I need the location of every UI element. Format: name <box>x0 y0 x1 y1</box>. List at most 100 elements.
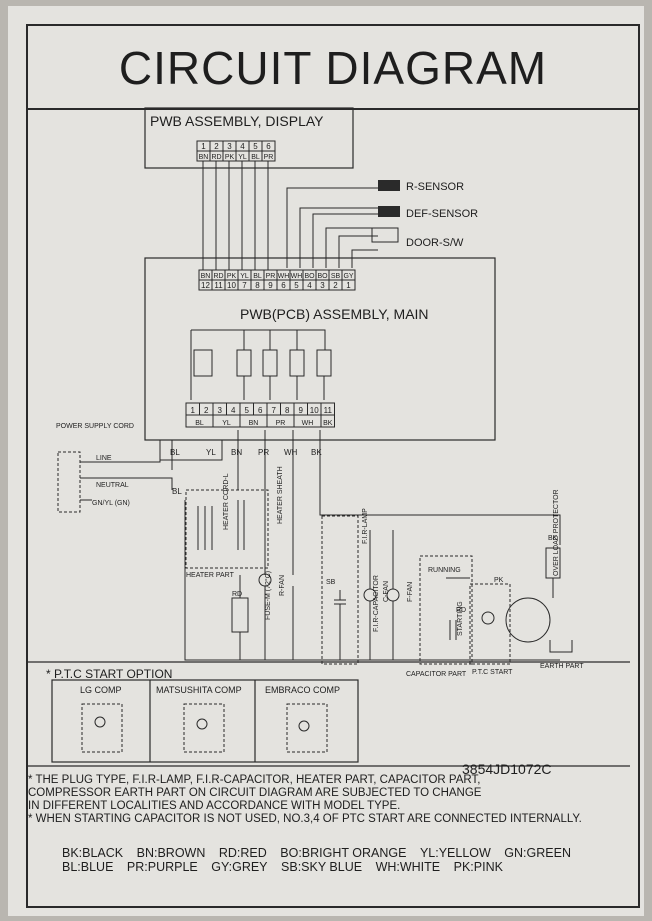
fuse-label: FUSE-M (72°C) <box>264 571 272 620</box>
notes-block: * THE PLUG TYPE, F.I.R-LAMP, F.I.R-CAPAC… <box>28 774 588 826</box>
def-sensor-icon <box>378 206 400 217</box>
neutral-label: NEUTRAL <box>96 482 129 489</box>
line-label: LINE <box>96 455 112 462</box>
terminal-color: BK <box>323 420 333 427</box>
note-line: COMPRESSOR EARTH PART ON CIRCUIT DIAGRAM… <box>28 787 482 799</box>
connector-pin: 9 <box>268 281 273 290</box>
overload-label: OVER LOAD PROTECTOR <box>553 489 560 576</box>
fir-capacitor-label: F.I.R-CAPACITOR <box>373 575 380 632</box>
connector-pin: 6 <box>281 281 286 290</box>
display-pin-number: 6 <box>266 142 271 151</box>
connector-pin: 1 <box>346 281 351 290</box>
connector-color: YL <box>240 273 249 280</box>
terminal-color: YL <box>222 420 231 427</box>
door-switch-icon <box>371 227 399 243</box>
bk-label: BK <box>548 535 558 542</box>
ptc-option-matsushita: MATSUSHITA COMP <box>156 685 242 695</box>
terminal-color: BN <box>249 420 259 427</box>
terminal-color: PR <box>276 420 286 427</box>
connector-pin: 8 <box>255 281 260 290</box>
connector-color: RD <box>213 273 223 280</box>
color-legend: BK:BLACK BN:BROWN RD:RED BO:BRIGHT ORANG… <box>62 846 592 874</box>
connector-color: WH <box>278 273 290 280</box>
terminal-number: 9 <box>299 406 304 415</box>
r-sensor-icon <box>378 180 400 191</box>
main-assembly-title: PWB(PCB) ASSEMBLY, MAIN <box>240 306 429 322</box>
c-fan-label: C-FAN <box>383 581 390 602</box>
connector-pin: 4 <box>307 281 312 290</box>
connector-pin: 11 <box>214 281 223 290</box>
display-pin-color: PK <box>225 154 235 161</box>
diagram-title: CIRCUIT DIAGRAM <box>118 42 548 94</box>
model-code: 3854JD1072C <box>462 761 552 777</box>
display-pin-number: 1 <box>201 142 206 151</box>
display-pin-color: PR <box>264 154 274 161</box>
legend-item: RD:RED <box>218 846 267 860</box>
ptc-option-box <box>51 679 359 763</box>
diagram-frame: CIRCUIT DIAGRAM <box>26 24 640 908</box>
display-assembly-title: PWB ASSEMBLY, DISPLAY <box>150 113 324 129</box>
terminal-number: 6 <box>258 406 263 415</box>
rd-label: RD <box>456 607 466 614</box>
note-line: IN DIFFERENT LOCALITIES AND ACCORDANCE W… <box>28 800 401 812</box>
ptc-start-box <box>469 583 511 665</box>
title-bar: CIRCUIT DIAGRAM <box>28 26 638 110</box>
display-pin-number: 3 <box>227 142 232 151</box>
connector-pin: 2 <box>333 281 338 290</box>
capacitor-part-box <box>419 555 473 665</box>
legend-item: PR:PURPLE <box>126 860 198 874</box>
fir-box <box>321 515 359 665</box>
connector-color: BN <box>201 273 211 280</box>
legend-item: BL:BLUE <box>62 860 114 874</box>
heater-cord-label: HEATER CORD-L <box>223 473 230 530</box>
display-pin-number: 5 <box>253 142 258 151</box>
connector-pin: 10 <box>227 281 236 290</box>
pk-label: PK <box>494 577 504 584</box>
wire-label: YL <box>206 448 216 457</box>
legend-item: SB:SKY BLUE <box>281 860 363 874</box>
display-pin-color: RD <box>211 154 221 161</box>
transformer-icon <box>193 349 213 377</box>
legend-item: BK:BLACK <box>62 846 124 860</box>
connector-color: BO <box>317 273 328 280</box>
heater-part-label: HEATER PART <box>186 572 235 579</box>
connector-pin: 12 <box>201 281 210 290</box>
relay-icon <box>289 349 305 377</box>
def-sensor-label: DEF-SENSOR <box>406 208 478 220</box>
connector-color: PK <box>227 273 237 280</box>
connector-color: GY <box>343 273 353 280</box>
legend-item: WH:WHITE <box>375 860 441 874</box>
note-line: * THE PLUG TYPE, F.I.R-LAMP, F.I.R-CAPAC… <box>28 774 481 786</box>
terminal-number: 10 <box>310 406 319 415</box>
starting-label: STARTING <box>457 601 464 636</box>
connector-pin: 5 <box>294 281 299 290</box>
ptc-start-label: P.T.C START <box>472 669 513 676</box>
connector-color: BL <box>253 273 262 280</box>
connector-pin: 3 <box>320 281 325 290</box>
terminal-color: BL <box>195 420 204 427</box>
relay-icon <box>262 349 278 377</box>
ground-label: GN/YL (GN) <box>92 500 130 507</box>
connector-color: WH <box>291 273 303 280</box>
heater-sheath-label: HEATER SHEATH <box>277 466 284 524</box>
connector-color: PR <box>266 273 276 280</box>
ptc-option-lg: LG COMP <box>80 685 122 695</box>
capacitor-part-label: CAPACITOR PART <box>406 671 467 678</box>
connector-color: SB <box>331 273 341 280</box>
terminal-number: 8 <box>285 406 290 415</box>
relay-icon <box>316 349 332 377</box>
legend-item: GY:GREY <box>211 860 268 874</box>
terminal-number: 4 <box>231 406 236 415</box>
terminal-number: 3 <box>218 406 223 415</box>
ptc-option-embraco: EMBRACO COMP <box>265 685 340 695</box>
ptc-icon <box>481 611 495 625</box>
r-fan-label: R-FAN <box>279 575 286 596</box>
door-switch-label: DOOR-S/W <box>406 237 464 249</box>
display-pin-color: BN <box>199 154 209 161</box>
display-pin-color: YL <box>238 154 247 161</box>
wire-label: BL <box>170 448 180 457</box>
display-pin-number: 2 <box>214 142 219 151</box>
wire-label: BK <box>311 448 322 457</box>
ptc-option-title: * P.T.C START OPTION <box>46 667 172 681</box>
